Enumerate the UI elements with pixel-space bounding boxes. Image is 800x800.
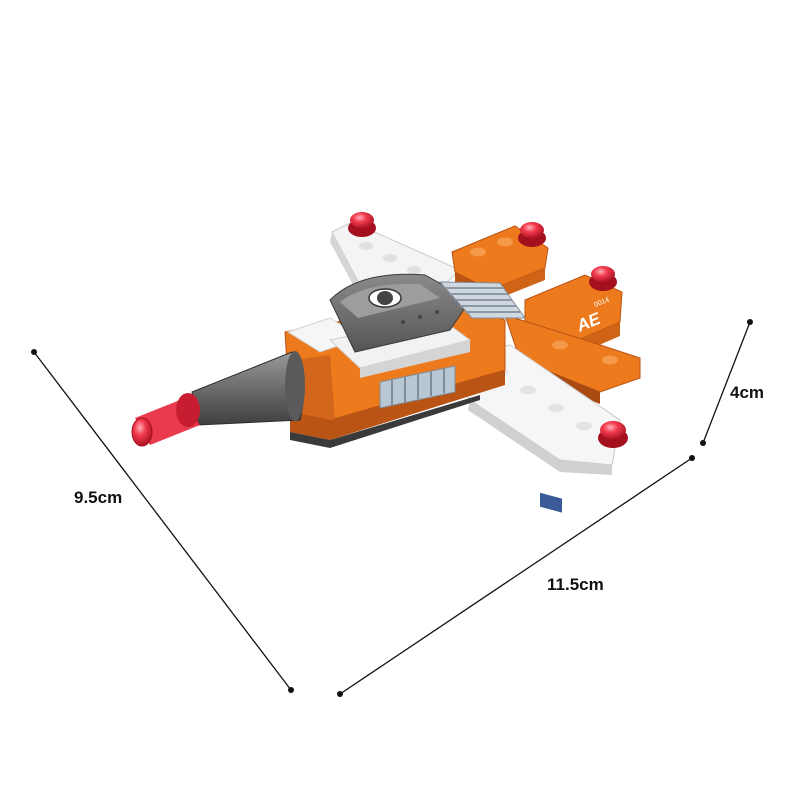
- height-endpoint-top: [747, 319, 753, 325]
- length-line: [339, 457, 693, 695]
- side-vent-grille: [379, 365, 456, 409]
- height-label: 4cm: [730, 383, 764, 402]
- length-endpoint-right: [689, 455, 695, 461]
- dimension-depth: 9.5cm: [31, 349, 294, 693]
- height-endpoint-bottom: [700, 440, 706, 446]
- red-stud-front-left: [348, 212, 376, 237]
- nose-tip-red: [131, 393, 200, 447]
- brick-jet-model: AE 0014: [131, 212, 641, 513]
- cockpit-canopy: [329, 273, 471, 353]
- depth-endpoint-bottom: [288, 687, 294, 693]
- length-endpoint-left: [337, 691, 343, 697]
- red-stud-rear-top: [518, 222, 546, 247]
- nose-cone: [191, 351, 305, 426]
- dimension-length: 11.5cm: [337, 455, 695, 697]
- depth-label: 9.5cm: [74, 488, 122, 507]
- depth-endpoint-top: [31, 349, 37, 355]
- length-label: 11.5cm: [547, 575, 604, 594]
- height-line: [702, 321, 751, 444]
- red-stud-rear-right: [589, 266, 617, 291]
- depth-line: [33, 351, 292, 691]
- ribbed-plate: [438, 281, 526, 319]
- dimension-height: 4cm: [700, 319, 764, 446]
- red-stud-front-right: [598, 421, 628, 448]
